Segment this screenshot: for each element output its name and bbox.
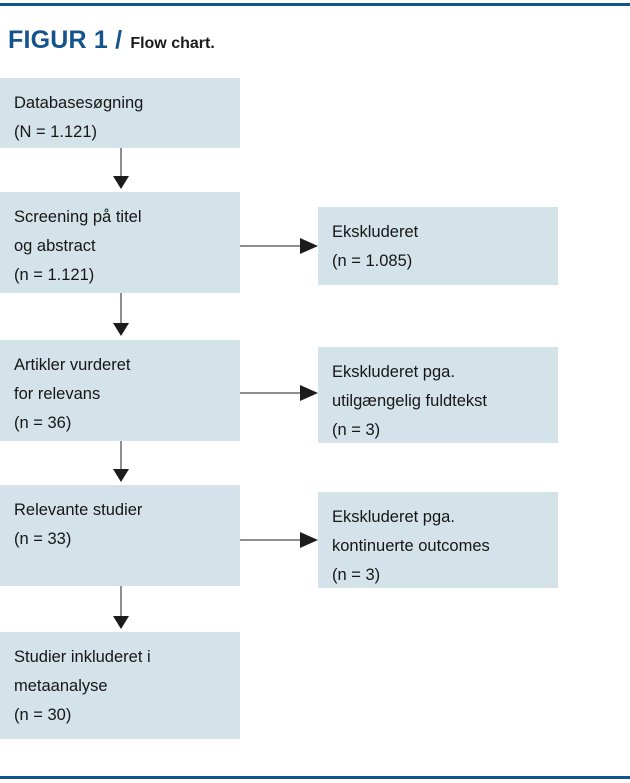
flow-node-line: (n = 36) bbox=[14, 414, 72, 432]
connector-line-horizontal bbox=[240, 392, 306, 394]
flow-node-line: og abstract bbox=[14, 237, 96, 255]
flow-node-screening: Screening på titel og abstract (n = 1.12… bbox=[0, 192, 240, 293]
flow-node-line: Ekskluderet pga. bbox=[332, 363, 455, 381]
arrow-right-icon bbox=[300, 532, 318, 548]
figure-number-label: FIGUR 1 / bbox=[8, 26, 123, 54]
connector-line-horizontal bbox=[240, 539, 306, 541]
flow-node-line: (n = 33) bbox=[14, 530, 72, 548]
flow-node-line: Artikler vurderet bbox=[14, 356, 131, 374]
flow-node-line: (N = 1.121) bbox=[14, 123, 97, 141]
bottom-rule bbox=[0, 776, 630, 779]
connector-line-vertical bbox=[120, 441, 122, 471]
flow-node-excluded-outcomes: Ekskluderet pga. kontinuerte outcomes (n… bbox=[318, 492, 558, 588]
flow-node-database-search: Databasesøgning (N = 1.121) bbox=[0, 78, 240, 148]
flow-node-line: kontinuerte outcomes bbox=[332, 537, 490, 555]
flow-node-line: Ekskluderet bbox=[332, 223, 419, 241]
flow-node-line: Screening på titel bbox=[14, 208, 142, 226]
flow-node-line: (n = 30) bbox=[14, 706, 72, 724]
flow-node-line: for relevans bbox=[14, 385, 101, 403]
top-rule bbox=[0, 3, 630, 6]
flow-node-line: Databasesøgning bbox=[14, 94, 144, 112]
figure-caption: Flow chart. bbox=[130, 35, 215, 52]
arrow-right-icon bbox=[300, 385, 318, 401]
figure-header: FIGUR 1 / Flow chart. bbox=[8, 26, 215, 54]
flow-node-line: (n = 3) bbox=[332, 566, 381, 584]
flow-node-line: utilgængelig fuldtekst bbox=[332, 392, 488, 410]
flow-node-line: (n = 1.121) bbox=[14, 266, 95, 284]
arrow-down-icon bbox=[113, 323, 129, 336]
flow-node-included-in-metaanalysis: Studier inkluderet i metaanalyse (n = 30… bbox=[0, 632, 240, 739]
flow-node-line: Studier inkluderet i bbox=[14, 648, 151, 666]
flow-node-excluded-fulltext: Ekskluderet pga. utilgængelig fuldtekst … bbox=[318, 347, 558, 443]
arrow-down-icon bbox=[113, 616, 129, 629]
connector-line-vertical bbox=[120, 293, 122, 325]
flow-node-line: metaanalyse bbox=[14, 677, 108, 695]
flow-node-line: Ekskluderet pga. bbox=[332, 508, 455, 526]
flow-node-line: Relevante studier bbox=[14, 501, 143, 519]
connector-line-vertical bbox=[120, 148, 122, 178]
arrow-down-icon bbox=[113, 176, 129, 189]
connector-line-horizontal bbox=[240, 245, 306, 247]
arrow-down-icon bbox=[113, 469, 129, 482]
flow-node-line: (n = 3) bbox=[332, 421, 381, 439]
connector-line-vertical bbox=[120, 586, 122, 618]
flow-node-line: (n = 1.085) bbox=[332, 252, 413, 270]
flow-node-excluded-screening: Ekskluderet (n = 1.085) bbox=[318, 207, 558, 285]
flow-node-assessed-for-relevance: Artikler vurderet for relevans (n = 36) bbox=[0, 340, 240, 441]
flow-node-relevant-studies: Relevante studier (n = 33) bbox=[0, 485, 240, 586]
arrow-right-icon bbox=[300, 238, 318, 254]
